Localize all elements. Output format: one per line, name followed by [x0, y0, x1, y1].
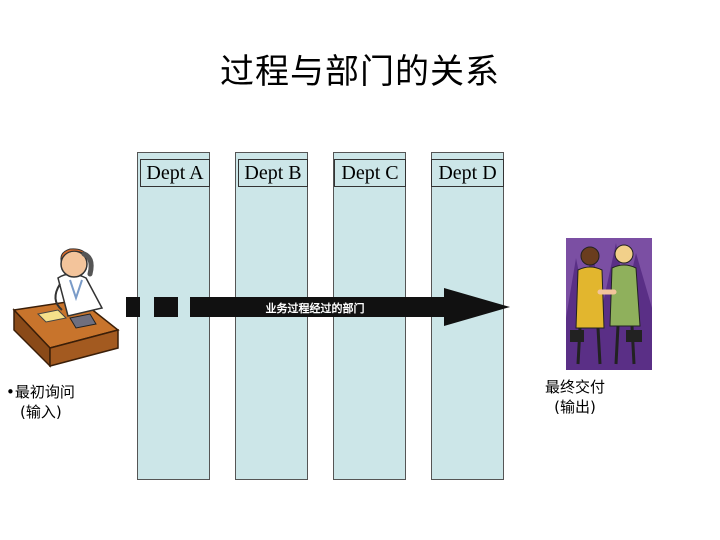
arrow-dash-1	[126, 297, 140, 317]
flow-label: 业务过程经过的部门	[265, 302, 365, 315]
output-label: 最终交付 (输出)	[520, 377, 630, 417]
input-label-line1: •最初询问	[6, 383, 75, 401]
input-label-line2: (输入)	[20, 403, 62, 421]
arrow-body	[190, 288, 510, 326]
page-title: 过程与部门的关系	[220, 52, 500, 92]
output-label-line2: (输出)	[554, 398, 596, 416]
dept-c-label: Dept C	[334, 159, 406, 187]
dept-a-label: Dept A	[140, 159, 210, 187]
handshake-clipart	[566, 238, 652, 370]
arrow-dash-2	[154, 297, 178, 317]
input-label: •最初询问 (输入)	[6, 382, 75, 422]
output-label-line1: 最终交付	[544, 378, 605, 396]
caller-clipart	[12, 248, 120, 368]
dept-b-label: Dept B	[238, 159, 308, 187]
dept-d-label: Dept D	[431, 159, 504, 187]
